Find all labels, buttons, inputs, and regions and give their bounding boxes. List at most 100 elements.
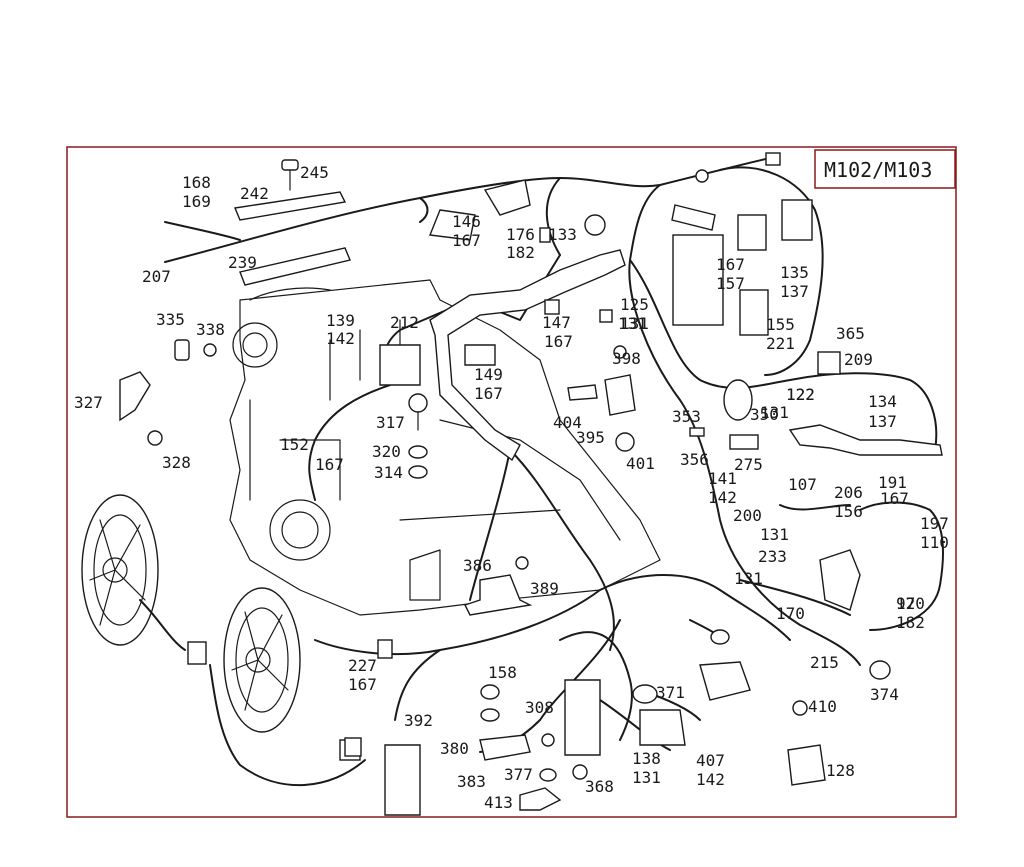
part-number-182: 182 — [506, 243, 535, 262]
part-number-410: 410 — [808, 697, 837, 716]
part-number-167: 167 — [348, 675, 377, 694]
part-number-401: 401 — [626, 454, 655, 473]
part-number-327: 327 — [74, 393, 103, 412]
part-number-206: 206 — [834, 483, 863, 502]
part-number-142: 142 — [708, 488, 737, 507]
fan-left — [81, 494, 207, 665]
model-box: M102/M103 — [814, 149, 956, 189]
part-number-215: 215 — [810, 653, 839, 672]
part-number-368: 368 — [585, 777, 614, 796]
part-number-167: 167 — [452, 231, 481, 250]
part-number-212: 212 — [390, 313, 419, 332]
part-number-128: 128 — [826, 761, 855, 780]
part-number-167: 167 — [880, 489, 909, 508]
component-symbols — [119, 152, 943, 816]
part-number-146: 146 — [452, 212, 481, 231]
part-number-404: 404 — [553, 413, 582, 432]
part-number-317: 317 — [376, 413, 405, 432]
part-number-320: 320 — [372, 442, 401, 461]
part-number-338: 338 — [196, 320, 225, 339]
part-number-350: 350 — [750, 405, 779, 424]
part-number-191: 191 — [878, 473, 907, 492]
part-number-209: 209 — [844, 350, 873, 369]
part-number-147: 147 — [542, 313, 571, 332]
part-number-392: 392 — [404, 711, 433, 730]
part-number-398: 398 — [612, 349, 641, 368]
part-number-182: 182 — [896, 613, 925, 632]
part-number-221: 221 — [766, 334, 795, 353]
part-number-308: 308 — [525, 698, 554, 717]
part-number-122: 122 — [786, 385, 815, 404]
part-number-125: 125 — [620, 295, 649, 314]
part-number-365: 365 — [836, 324, 865, 343]
part-number-131: 131 — [632, 768, 661, 787]
harness-duct — [429, 249, 626, 462]
part-number-383: 383 — [457, 772, 486, 791]
part-number-407: 407 — [696, 751, 725, 770]
part-number-157: 157 — [716, 274, 745, 293]
part-number-141: 141 — [708, 469, 737, 488]
part-number-152: 152 — [280, 435, 309, 454]
part-number-131: 131 — [760, 525, 789, 544]
part-number-170: 170 — [776, 604, 805, 623]
part-number-133: 133 — [548, 225, 577, 244]
part-number-167: 167 — [474, 384, 503, 403]
part-number-389: 389 — [530, 579, 559, 598]
part-number-135: 135 — [780, 263, 809, 282]
part-number-131: 131 — [620, 314, 649, 333]
part-number-131: 131 — [618, 314, 647, 333]
wiring-harness — [139, 157, 944, 787]
part-number-122: 122 — [786, 385, 815, 404]
part-number-275: 275 — [734, 455, 763, 474]
part-number-371: 371 — [656, 683, 685, 702]
part-number-413: 413 — [484, 793, 513, 812]
part-number-167: 167 — [716, 255, 745, 274]
part-number-386: 386 — [463, 556, 492, 575]
part-number-242: 242 — [240, 184, 269, 203]
part-number-158: 158 — [488, 663, 517, 682]
part-number-131: 131 — [734, 569, 763, 588]
part-number-92: 92 — [896, 594, 915, 613]
part-number-139: 139 — [326, 311, 355, 330]
part-number-142: 142 — [696, 770, 725, 789]
part-number-395: 395 — [576, 428, 605, 447]
part-number-239: 239 — [228, 253, 257, 272]
part-number-149: 149 — [474, 365, 503, 384]
part-number-380: 380 — [440, 739, 469, 758]
part-number-167: 167 — [544, 332, 573, 351]
part-number-107: 107 — [788, 475, 817, 494]
part-number-314: 314 — [374, 463, 403, 482]
part-number-138: 138 — [632, 749, 661, 768]
part-number-131: 131 — [760, 403, 789, 422]
part-number-227: 227 — [348, 656, 377, 675]
part-number-328: 328 — [162, 453, 191, 472]
part-number-233: 233 — [758, 547, 787, 566]
part-number-137: 137 — [868, 412, 897, 431]
part-number-207: 207 — [142, 267, 171, 286]
fan-right — [223, 587, 361, 761]
part-number-134: 134 — [868, 392, 897, 411]
part-number-167: 167 — [315, 455, 344, 474]
part-number-197: 197 — [920, 514, 949, 533]
part-number-356: 356 — [680, 450, 709, 469]
part-number-110: 110 — [920, 533, 949, 552]
diagram-frame — [66, 146, 957, 818]
part-number-169: 169 — [182, 192, 211, 211]
part-number-156: 156 — [834, 502, 863, 521]
part-number-335: 335 — [156, 310, 185, 329]
part-number-200: 200 — [733, 506, 762, 525]
part-number-374: 374 — [870, 685, 899, 704]
part-number-168: 168 — [182, 173, 211, 192]
part-number-377: 377 — [504, 765, 533, 784]
part-number-245: 245 — [300, 163, 329, 182]
model-label: M102/M103 — [824, 158, 932, 182]
part-number-353: 353 — [672, 407, 701, 426]
part-number-170: 170 — [896, 594, 925, 613]
part-number-142: 142 — [326, 329, 355, 348]
part-number-155: 155 — [766, 315, 795, 334]
part-number-137: 137 — [780, 282, 809, 301]
part-number-176: 176 — [506, 225, 535, 244]
